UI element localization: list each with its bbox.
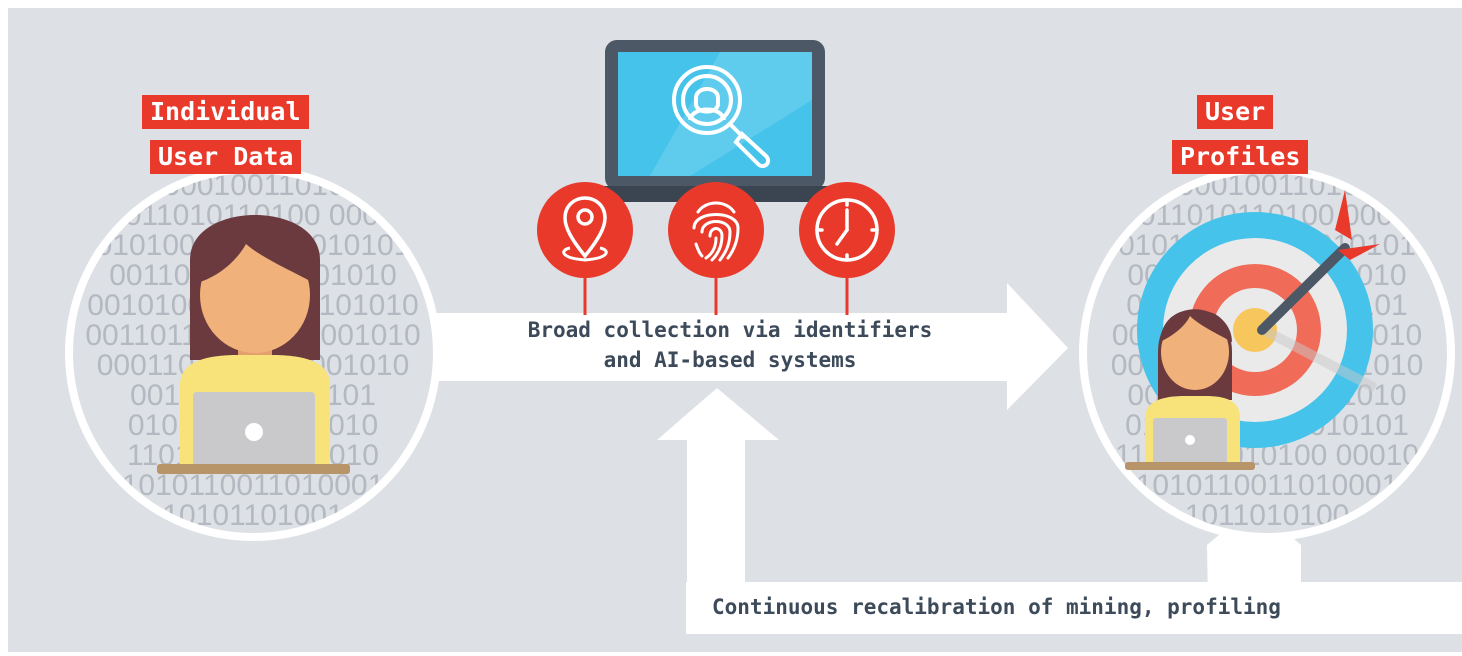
location-pin-icon (537, 182, 633, 278)
up-arrow-center (657, 388, 779, 600)
binary-row: 1010110011010001 (122, 469, 385, 502)
collection-caption-line1: Broad collection via identifiers (527, 318, 933, 342)
small-user-woman-icon (1125, 309, 1255, 470)
profiles-label-line1: User (1197, 95, 1274, 129)
collection-arrow (330, 283, 1068, 410)
recalibration-caption: Continuous recalibration of mining, prof… (712, 595, 1281, 619)
individual-label-line1: Individual (142, 95, 309, 129)
fingerprint-icon (668, 182, 764, 278)
magnifier-user-icon (672, 65, 771, 169)
collection-caption-line2: and AI-based systems (603, 348, 857, 372)
profiles-label-line2: Profiles (1172, 140, 1309, 174)
identifier-icons (537, 182, 895, 315)
clock-icon (799, 182, 895, 278)
individual-label-line2: User Data (150, 140, 302, 174)
laptop-search-icon (588, 40, 846, 202)
recalibration-bar (686, 582, 1462, 634)
binary-row: 1010110011010001 (1136, 469, 1399, 502)
user-woman-icon (157, 215, 350, 474)
